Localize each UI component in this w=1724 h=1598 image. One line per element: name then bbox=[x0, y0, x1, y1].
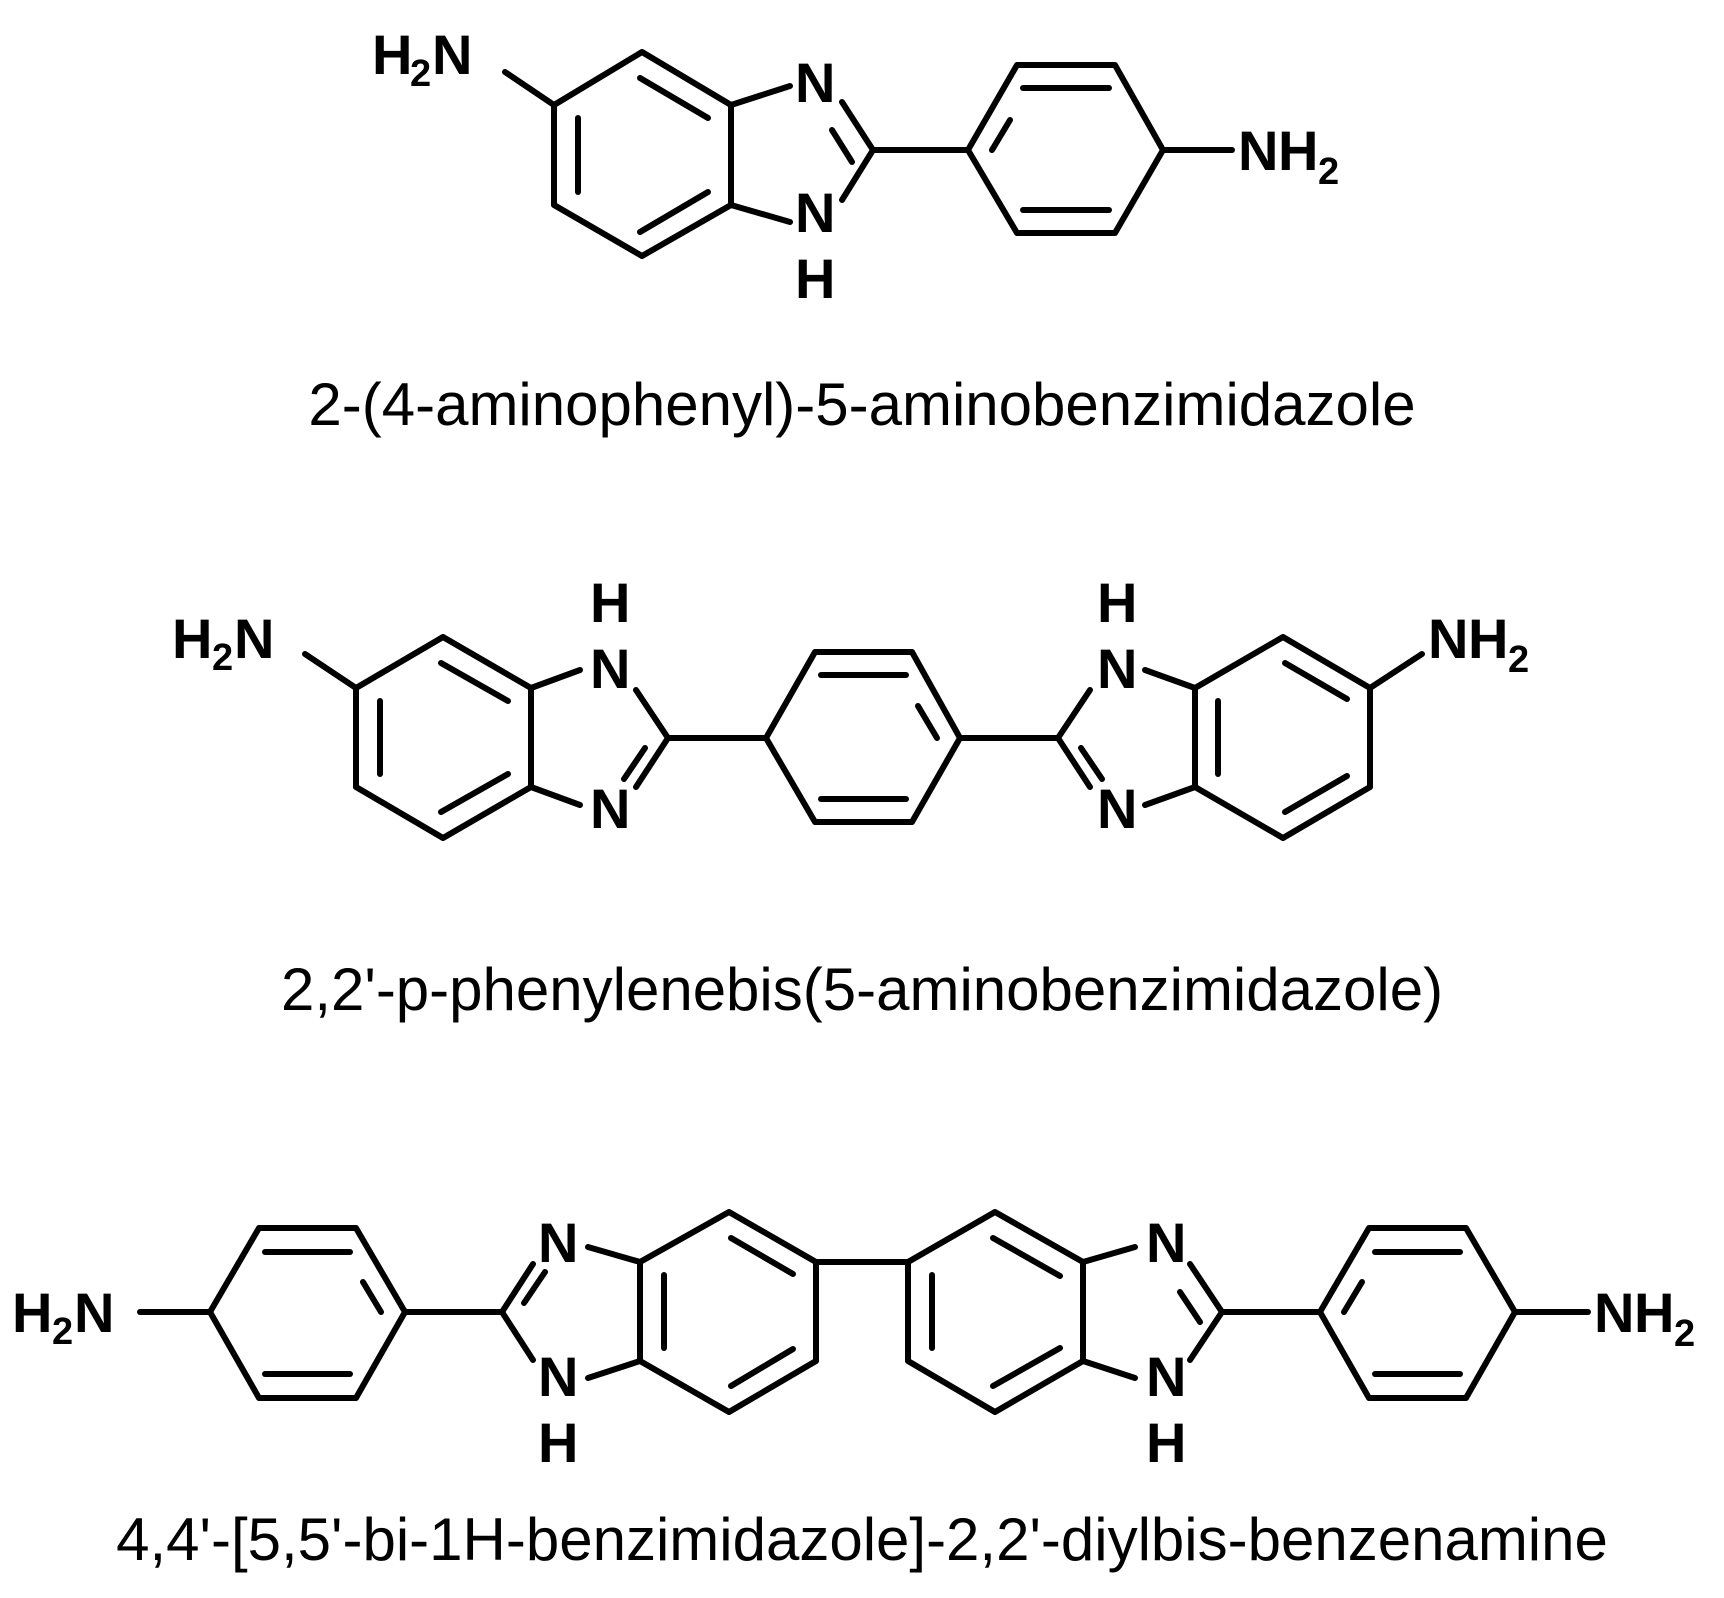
m3-nh2-sub: 2 bbox=[1674, 1313, 1695, 1355]
m2-right-nh-n: N bbox=[1097, 637, 1137, 700]
m3-nh2-h: H bbox=[1634, 1281, 1674, 1344]
m3-left-nh-n: N bbox=[538, 1345, 578, 1408]
caption-molecule-1: 2-(4-aminophenyl)-5-aminobenzimidazole bbox=[308, 371, 1415, 438]
m2-left-imine-n: N bbox=[590, 777, 630, 840]
m2-left-nh-n: N bbox=[590, 637, 630, 700]
m2-nh2-n: N bbox=[1428, 607, 1468, 670]
m1-nh-h: H bbox=[795, 247, 835, 310]
m3-h2n-h: H bbox=[12, 1281, 52, 1344]
m1-h2n-n: N bbox=[432, 23, 472, 86]
caption-molecule-3: 4,4'-[5,5'-bi-1H-benzimidazole]-2,2'-diy… bbox=[116, 1506, 1608, 1573]
m1-nh2-h: H bbox=[1278, 119, 1318, 182]
m1-imine-n: N bbox=[795, 51, 835, 114]
m3-right-imine-n: N bbox=[1146, 1211, 1186, 1274]
m1-h2n-sub: 2 bbox=[410, 53, 431, 95]
molecule-2-atom-labels: H 2 N H N N H N N N H 2 bbox=[172, 571, 1529, 840]
m3-h2n-sub: 2 bbox=[52, 1311, 73, 1353]
m2-nh2-h: H bbox=[1468, 607, 1508, 670]
m1-nh2-n: N bbox=[1238, 119, 1278, 182]
m2-right-imine-n: N bbox=[1097, 777, 1137, 840]
caption-molecule-2: 2,2'-p-phenylenebis(5-aminobenzimidazole… bbox=[281, 956, 1443, 1023]
m2-left-nh-h: H bbox=[590, 571, 630, 634]
m3-h2n-n: N bbox=[74, 1281, 114, 1344]
m3-left-nh-h: H bbox=[538, 1411, 578, 1474]
molecule-2-structure bbox=[302, 634, 1425, 841]
m3-left-imine-n: N bbox=[538, 1211, 578, 1274]
m1-h2n-h: H bbox=[372, 23, 412, 86]
m2-h2n-sub: 2 bbox=[212, 637, 233, 679]
m1-nh2-sub: 2 bbox=[1318, 151, 1339, 193]
molecule-3-atom-labels: H 2 N N N H N N H N H 2 bbox=[12, 1211, 1695, 1474]
m2-h2n-n: N bbox=[234, 607, 274, 670]
molecule-1-atom-labels: H 2 N N N H N H 2 bbox=[372, 23, 1339, 310]
molecule-1-structure bbox=[502, 49, 1235, 259]
m3-right-nh-h: H bbox=[1146, 1411, 1186, 1474]
m3-right-nh-n: N bbox=[1146, 1345, 1186, 1408]
m3-nh2-n: N bbox=[1594, 1281, 1634, 1344]
molecule-3-structure bbox=[137, 1209, 1591, 1415]
m2-right-nh-h: H bbox=[1097, 571, 1137, 634]
m1-nh-n: N bbox=[795, 181, 835, 244]
m2-nh2-sub: 2 bbox=[1508, 639, 1529, 681]
m2-h2n-h: H bbox=[172, 607, 212, 670]
